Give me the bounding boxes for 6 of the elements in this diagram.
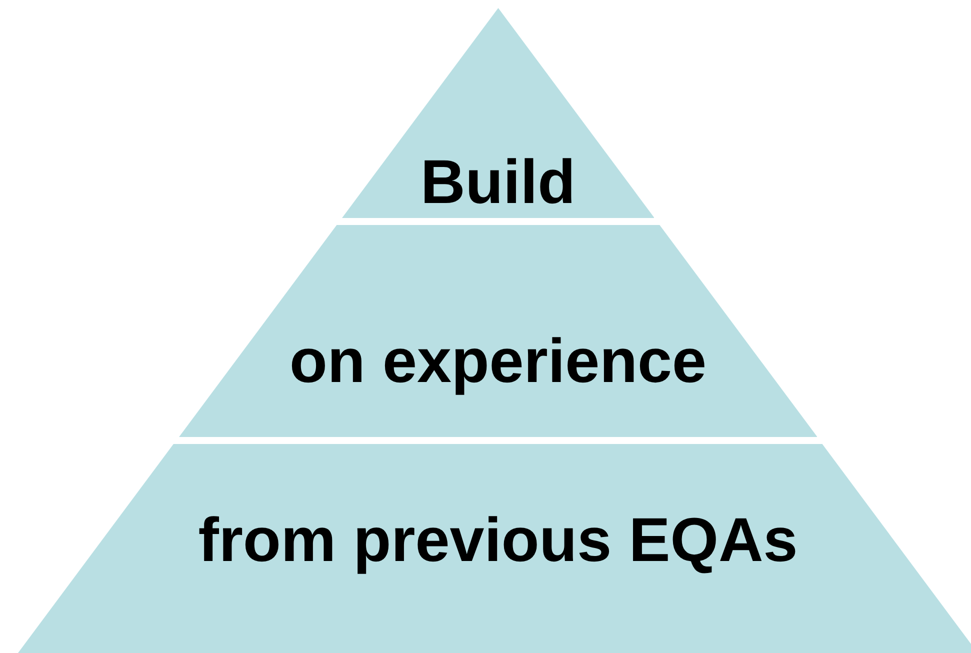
pyramid-tier [18, 444, 971, 653]
pyramid-tier [342, 8, 654, 218]
pyramid-tier [178, 225, 818, 437]
tier-label: on experience [290, 327, 706, 397]
tier-label: from previous EQAs [198, 506, 798, 576]
tier-label: Build [420, 148, 576, 218]
